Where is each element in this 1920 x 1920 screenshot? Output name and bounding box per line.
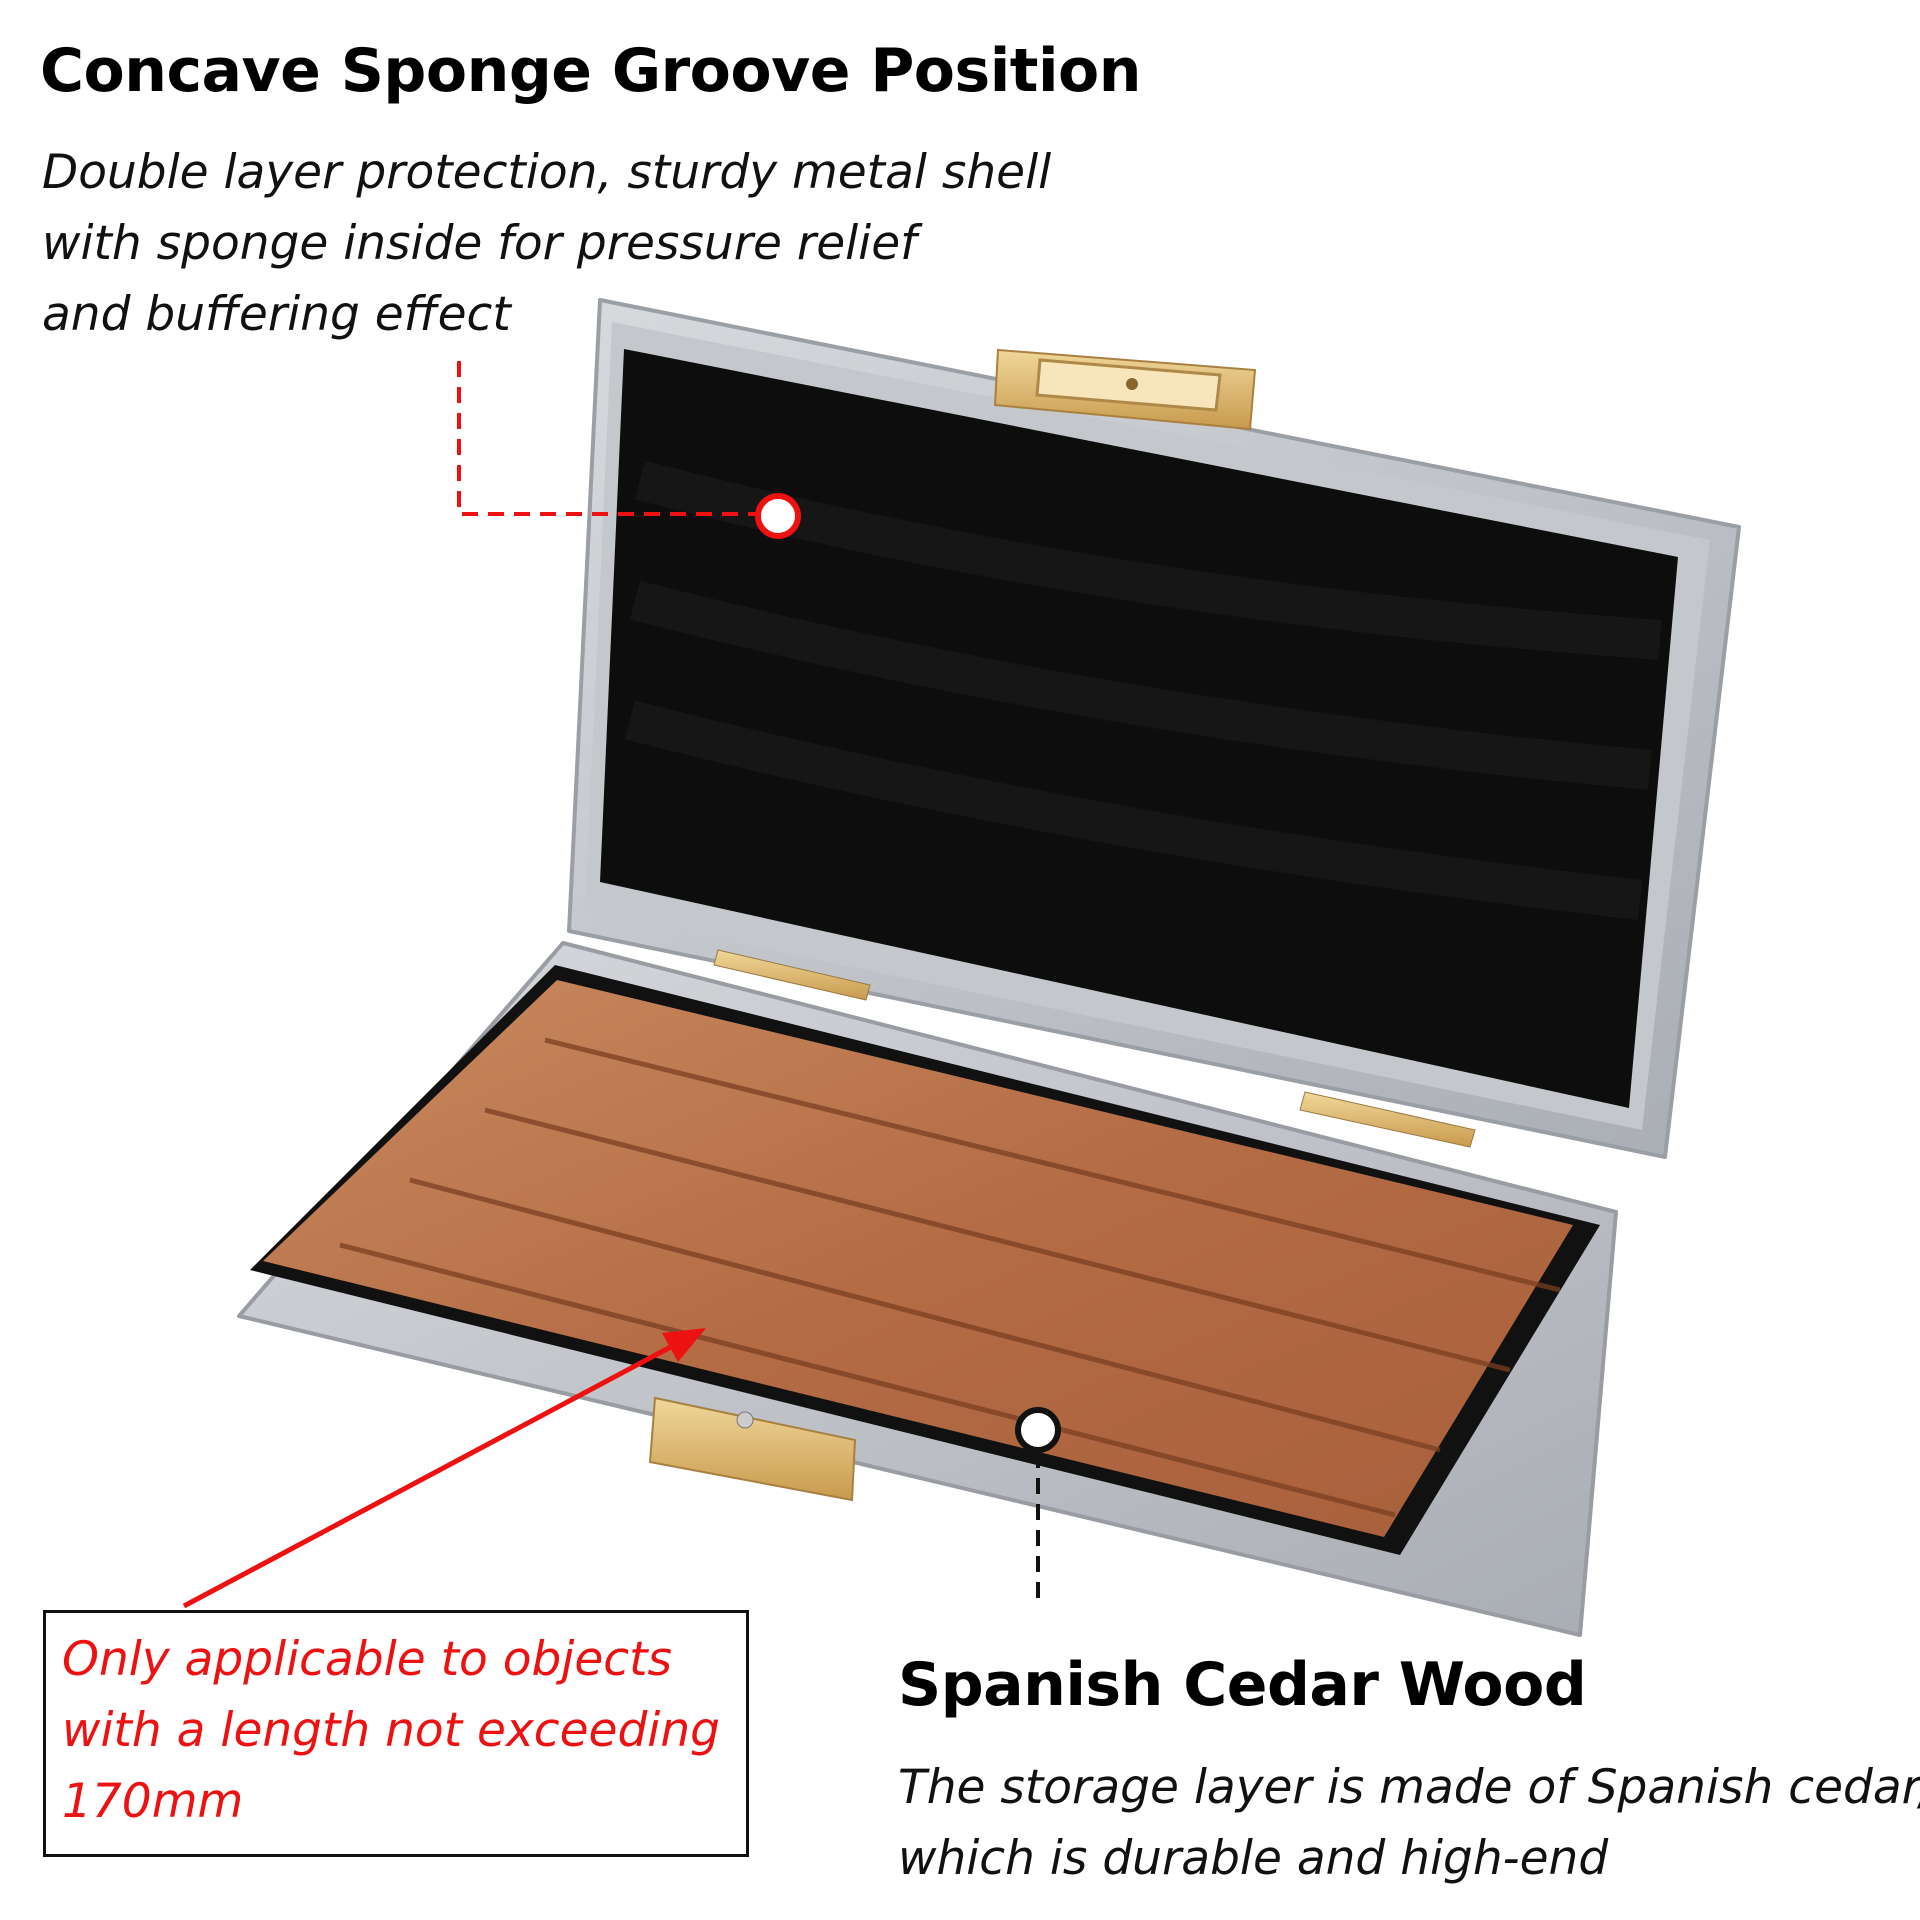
feature-description-line: The storage layer is made of Spanish ced… <box>898 1760 1920 1815</box>
case-lid <box>567 298 1741 1159</box>
length-arrow <box>182 1328 706 1609</box>
subtitle-line: Double layer protection, sturdy metal sh… <box>42 145 1052 200</box>
hinge-left <box>713 949 871 1001</box>
lid-clasp <box>993 348 1257 431</box>
cedar-grooves <box>339 1037 1561 1518</box>
feature-title: Spanish Cedar Wood <box>898 1650 1587 1720</box>
note-line: with a length not exceeding <box>62 1703 720 1758</box>
sponge-callout <box>457 361 801 539</box>
subtitle-line: and buffering effect <box>42 287 511 342</box>
note-line: Only applicable to objects <box>62 1632 673 1687</box>
case-base <box>237 941 1618 1637</box>
note-line: 170mm <box>62 1774 244 1829</box>
page-title: Concave Sponge Groove Position <box>40 36 1141 106</box>
length-note-box <box>43 1610 749 1857</box>
cedar-callout <box>1015 1407 1061 1600</box>
subtitle-line: with sponge inside for pressure relief <box>42 216 917 271</box>
base-clasp <box>648 1396 857 1502</box>
feature-description-line: which is durable and high-end <box>898 1831 1609 1886</box>
hinge-right <box>1299 1091 1476 1148</box>
